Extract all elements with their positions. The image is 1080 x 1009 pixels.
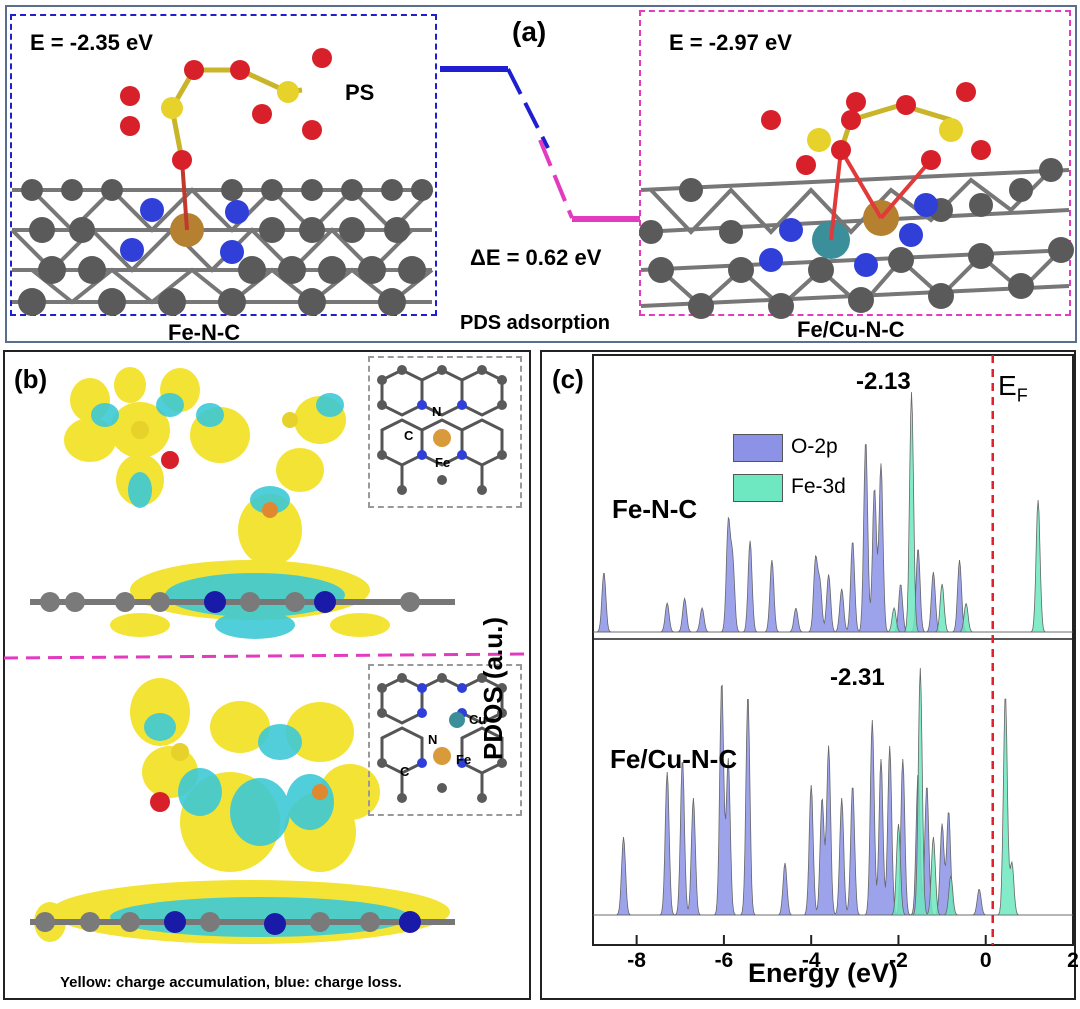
panel-b xyxy=(3,350,531,1000)
pdos-area-fe-cu-n-c-o-2p xyxy=(593,684,1073,916)
inset1-fe-label: Fe xyxy=(435,455,451,470)
panel-a xyxy=(5,5,1077,343)
pdos-chart: -8 -6 -4 -2 0 2 xyxy=(592,354,1079,972)
atoms xyxy=(40,592,420,612)
nitrogen-atoms xyxy=(120,198,249,264)
legend-label-fe3d: Fe-3d xyxy=(791,475,846,498)
inset2-n-label: N xyxy=(428,732,438,747)
fermi-sub: F xyxy=(1016,385,1028,406)
transition-dash-blue xyxy=(506,68,550,149)
x-tick-label-0: -8 xyxy=(627,949,646,972)
legend-swatch-fe3d xyxy=(733,474,783,502)
carbon-atoms xyxy=(639,158,1074,319)
inset2-c-label: C xyxy=(400,764,410,779)
panel-a-label: (a) xyxy=(512,16,547,47)
x-tick-label-2: -4 xyxy=(802,949,821,972)
inset-fe-cu-n-c-top-view xyxy=(368,664,522,816)
pdos-area-fe-n-c-fe-3d xyxy=(593,391,1073,633)
ps-label: PS xyxy=(345,80,375,105)
fe-n-c-name: Fe-N-C xyxy=(168,320,241,345)
charge-caption: Yellow: charge accumulation, blue: charg… xyxy=(60,974,402,991)
legend-label-o2p: O-2p xyxy=(791,435,838,458)
pds-adsorption-caption: PDS adsorption xyxy=(460,312,611,334)
inset-fe-cu-n-c-lattice xyxy=(377,673,507,803)
panel-b-divider xyxy=(3,652,531,660)
top-d-band-center: -2.13 xyxy=(856,368,911,395)
charge-density-top xyxy=(30,367,455,639)
pdos-ylabel: PDOS (a.u.) xyxy=(478,616,508,760)
inset-fe-n-c-top-view xyxy=(368,356,522,508)
fe-cu-n-c-name: Fe/Cu-N-C xyxy=(797,317,905,342)
inset1-n-label: N xyxy=(432,404,442,419)
bottom-material-name: Fe/Cu-N-C xyxy=(610,744,738,774)
x-tick-label-1: -6 xyxy=(715,949,734,972)
charge-density-bottom xyxy=(30,678,455,944)
panel-b-label: (b) xyxy=(14,364,48,394)
top-material-name: Fe-N-C xyxy=(612,494,698,524)
x-tick-label-3: -2 xyxy=(889,949,908,972)
fermi-e: E xyxy=(998,370,1017,401)
legend-swatch-o2p xyxy=(733,434,783,462)
x-tick-label-5: 2 xyxy=(1067,949,1079,972)
graphene-sheet xyxy=(640,168,1070,309)
x-tick-label-4: 0 xyxy=(980,949,992,972)
inset2-cu-label: Cu xyxy=(469,712,487,727)
fe-cu-n-c-structure-box xyxy=(639,10,1071,316)
delta-e-label: ΔE = 0.62 eV xyxy=(470,245,602,270)
loss-lobes xyxy=(110,713,410,937)
carbon-atoms xyxy=(18,179,433,316)
inset-fe-n-c-lattice xyxy=(377,365,507,495)
plot-frame xyxy=(592,354,1074,946)
left-energy-label: E = -2.35 eV xyxy=(30,30,153,55)
fe-cu-n-c-molecular-model xyxy=(639,82,1074,319)
right-energy-label: E = -2.97 eV xyxy=(669,30,792,55)
fe-n-c-structure-box xyxy=(10,14,437,316)
persulfate-molecule xyxy=(761,82,991,241)
bottom-d-band-center: -2.31 xyxy=(830,664,885,691)
persulfate-molecule xyxy=(120,48,332,231)
transition-dash-pink xyxy=(538,139,574,219)
fe-n-c-molecular-model xyxy=(10,48,434,316)
inset1-c-label: C xyxy=(404,428,414,443)
nitrogen-atoms xyxy=(759,193,938,277)
pdos-area-fe-n-c-o-2p xyxy=(593,444,1073,633)
panel-c xyxy=(540,350,1076,1000)
fermi-level-label: EF xyxy=(998,370,1028,407)
inset2-fe-label: Fe xyxy=(456,752,472,767)
pdos-xlabel: Energy (eV) xyxy=(748,958,899,988)
energy-level-diagram xyxy=(440,66,640,222)
panel-c-label: (c) xyxy=(552,364,584,394)
